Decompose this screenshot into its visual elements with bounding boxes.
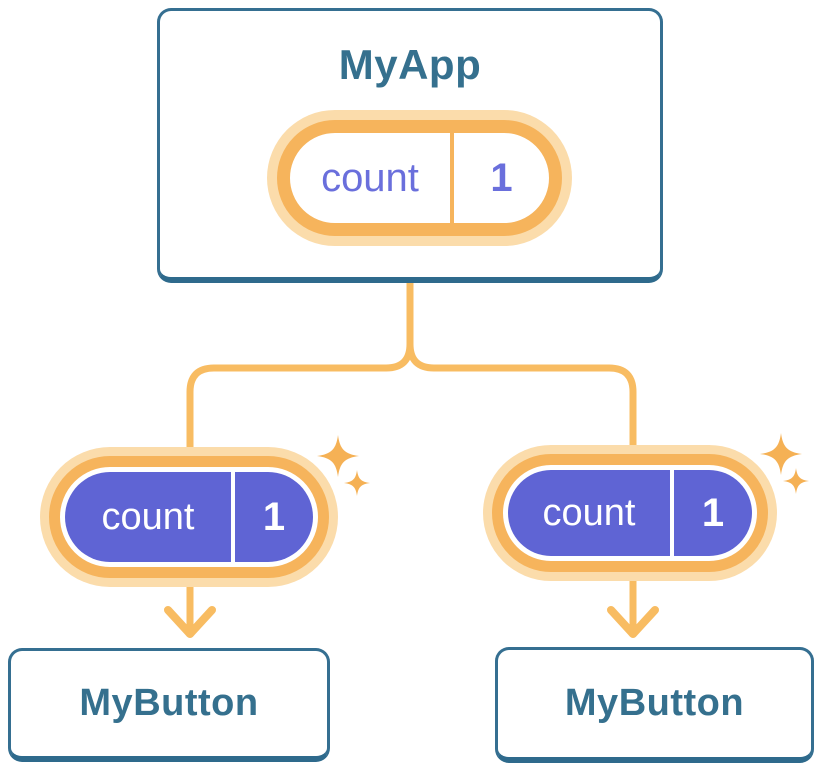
state-name-label: count <box>542 491 636 534</box>
state-value-label: 1 <box>701 490 725 535</box>
pill-divider <box>450 133 454 223</box>
arrow-down-icon <box>607 606 659 638</box>
tree-connector <box>186 283 637 630</box>
pill-divider <box>231 472 235 562</box>
sparkle-icon <box>317 435 370 496</box>
state-pill: count 1 <box>483 445 777 581</box>
component-name: MyButton <box>79 682 259 724</box>
state-pill-body: count 1 <box>508 470 752 556</box>
state-name-label: count <box>321 155 419 200</box>
state-value-label: 1 <box>262 494 286 539</box>
state-pill-ring: count 1 <box>49 456 329 578</box>
state-pill: count 1 <box>40 447 338 587</box>
state-pill-ring: count 1 <box>492 454 768 572</box>
arrow-down-icon <box>164 606 216 638</box>
pill-divider <box>670 470 674 556</box>
mybutton-card: MyButton <box>495 647 814 763</box>
state-pill: count 1 <box>267 110 572 246</box>
state-pill-ring: count 1 <box>277 120 562 236</box>
component-name: MyApp <box>338 41 482 88</box>
mybutton-card: MyButton <box>8 648 330 762</box>
component-name: MyButton <box>564 682 745 724</box>
state-name-label: count <box>101 495 195 538</box>
state-value-label: 1 <box>490 155 513 200</box>
sparkle-icon <box>760 433 809 494</box>
state-pill-body: count 1 <box>65 472 313 562</box>
